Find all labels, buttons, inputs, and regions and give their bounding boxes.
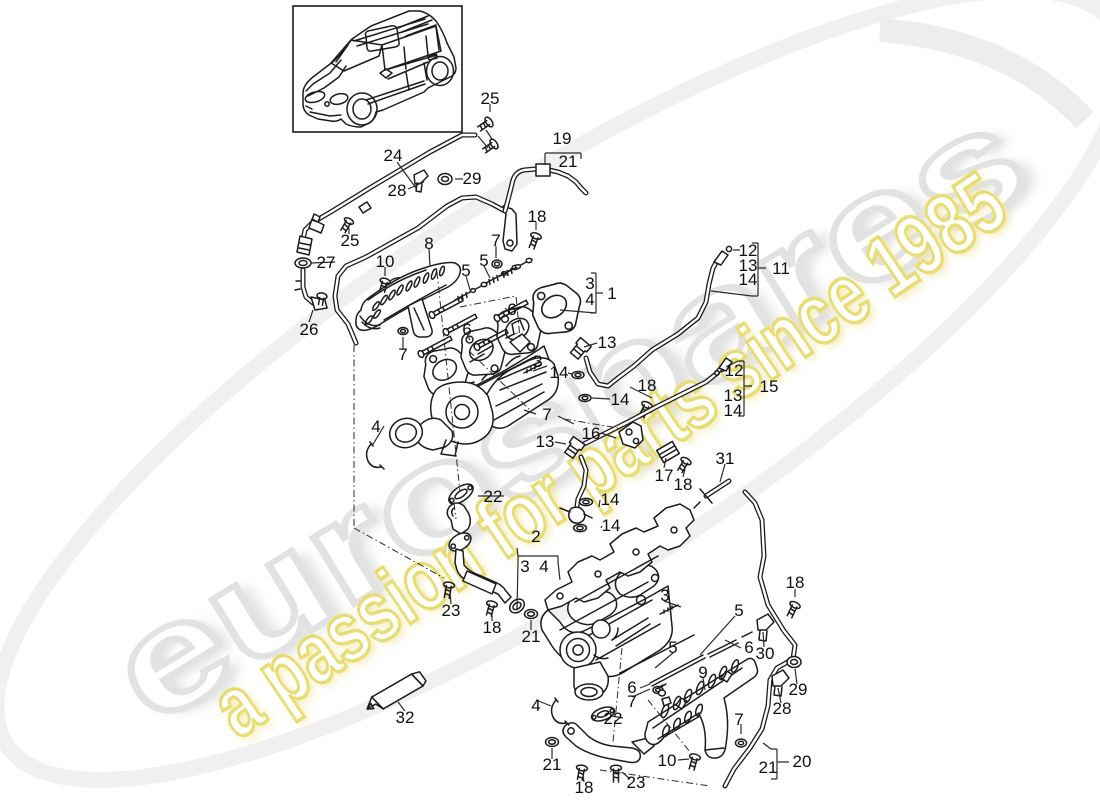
svg-text:31: 31 [716,449,735,468]
svg-text:7: 7 [627,692,636,711]
svg-text:5: 5 [461,261,470,280]
svg-text:7: 7 [491,231,500,250]
svg-text:22: 22 [604,709,623,728]
svg-text:3: 3 [520,557,529,576]
svg-text:25: 25 [481,89,500,108]
svg-text:28: 28 [773,699,792,718]
svg-text:13: 13 [536,432,555,451]
svg-text:5: 5 [734,601,743,620]
svg-text:14: 14 [724,401,743,420]
svg-text:17: 17 [655,466,674,485]
svg-text:21: 21 [522,627,541,646]
svg-text:14: 14 [602,516,621,535]
svg-text:18: 18 [638,376,657,395]
svg-text:14: 14 [739,270,758,289]
svg-text:16: 16 [582,424,601,443]
svg-text:2: 2 [531,527,540,546]
svg-text:5: 5 [668,638,677,657]
svg-text:12: 12 [725,361,744,380]
svg-text:18: 18 [483,618,502,637]
svg-text:8: 8 [424,234,433,253]
svg-text:7: 7 [734,710,743,729]
svg-text:4: 4 [371,417,380,436]
svg-text:12: 12 [739,241,758,260]
svg-text:23: 23 [442,601,461,620]
svg-text:10: 10 [376,252,395,271]
svg-text:3: 3 [585,274,594,293]
svg-text:18: 18 [528,207,547,226]
svg-text:14: 14 [601,490,620,509]
svg-text:4: 4 [539,557,548,576]
svg-text:29: 29 [789,680,808,699]
svg-text:7: 7 [398,345,407,364]
svg-text:11: 11 [772,259,790,278]
svg-text:18: 18 [674,475,693,494]
svg-text:6: 6 [627,678,636,697]
svg-text:21: 21 [759,758,778,777]
svg-text:18: 18 [575,778,594,797]
svg-text:23: 23 [627,773,646,792]
svg-text:6: 6 [744,638,753,657]
svg-text:3: 3 [660,586,669,605]
svg-text:19: 19 [553,129,572,148]
svg-text:1: 1 [607,284,616,303]
svg-text:28: 28 [388,181,407,200]
svg-text:6: 6 [507,300,516,319]
svg-text:30: 30 [756,644,775,663]
svg-text:25: 25 [341,231,360,250]
svg-text:14: 14 [611,390,630,409]
svg-text:21: 21 [559,152,578,171]
svg-text:3: 3 [533,352,542,371]
svg-text:21: 21 [543,755,562,774]
svg-text:24: 24 [384,146,403,165]
svg-text:14: 14 [550,363,569,382]
svg-text:20: 20 [793,752,812,771]
svg-text:4: 4 [585,290,594,309]
svg-text:13: 13 [739,256,758,275]
svg-text:15: 15 [760,377,779,396]
svg-text:5: 5 [479,251,488,270]
svg-text:7: 7 [542,405,551,424]
svg-text:4: 4 [531,696,540,715]
svg-text:10: 10 [658,751,677,770]
svg-text:13: 13 [598,333,617,352]
svg-text:22: 22 [484,487,503,506]
svg-text:32: 32 [396,708,415,727]
svg-text:6: 6 [462,320,471,339]
svg-text:29: 29 [463,169,482,188]
svg-text:13: 13 [724,386,743,405]
svg-text:9: 9 [698,663,707,682]
svg-text:27: 27 [317,253,336,272]
svg-text:26: 26 [300,320,319,339]
svg-text:18: 18 [786,573,805,592]
